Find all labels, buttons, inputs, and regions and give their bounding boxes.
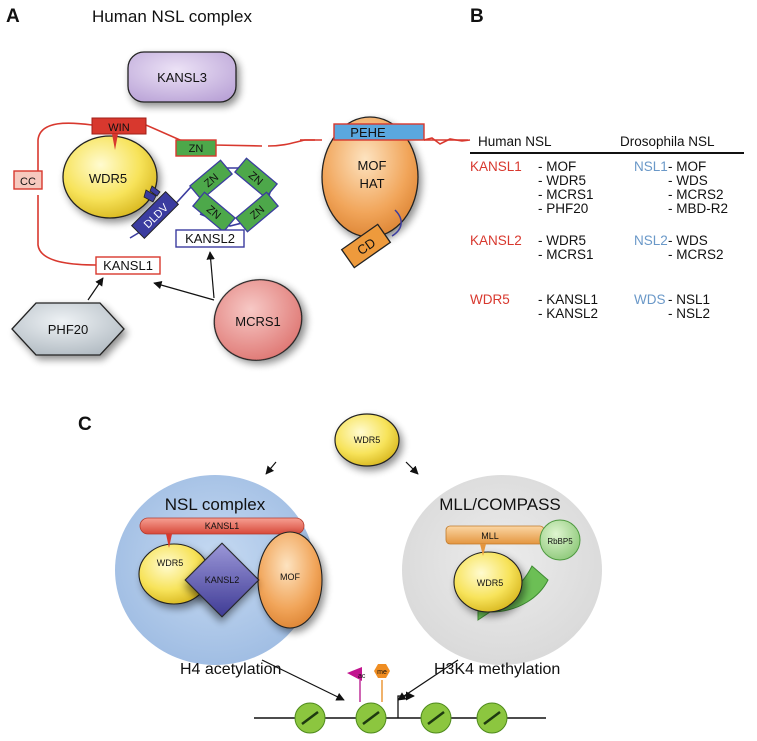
human-partner: - PHF20 <box>538 201 588 216</box>
dros-bait: WDS <box>634 292 666 307</box>
col-drosophila-header: Drosophila NSL <box>620 134 715 149</box>
human-bait: WDR5 <box>470 292 510 307</box>
h3k4-methylation-label: H3K4 methylation <box>434 661 560 678</box>
nsl-kansl1-label: KANSL1 <box>205 521 240 531</box>
cd-domain: CD <box>340 223 392 269</box>
zn-label-top: ZN <box>189 143 204 155</box>
kansl1-backbone-line <box>37 122 468 266</box>
kansl3-label: KANSL3 <box>157 70 207 85</box>
nsl-kansl2-label: KANSL2 <box>205 575 240 585</box>
col-human-header: Human NSL <box>478 134 552 149</box>
mof-label-line1: MOF <box>358 158 387 173</box>
mll-compass-complex: MLL/COMPASS MLL RbBP5 WDR5 <box>402 475 602 665</box>
wdr5-free-label: WDR5 <box>354 435 381 445</box>
h4-acetylation-label: H4 acetylation <box>180 661 281 678</box>
nsl-complex-title: NSL complex <box>165 495 266 514</box>
mof-hat-protein: PEHE MOF HAT <box>321 116 425 238</box>
dros-partner: - MCRS2 <box>668 187 724 202</box>
wdr5-protein: WDR5 <box>62 135 161 219</box>
wdr5-label: WDR5 <box>89 171 127 186</box>
human-partner: - KANSL1 <box>538 292 598 307</box>
dros-partner: - WDS <box>668 173 708 188</box>
nucleosome <box>355 702 387 734</box>
mll-compass-title: MLL/COMPASS <box>439 495 561 514</box>
win-label: WIN <box>108 122 129 134</box>
rbbp5-label: RbBP5 <box>547 537 573 546</box>
pehe-label: PEHE <box>350 125 386 140</box>
dros-partner: - MBD-R2 <box>668 201 728 216</box>
nsl-wdr5-label: WDR5 <box>157 558 184 568</box>
panel-a: A Human NSL complex KANSL3 CC WDR5 WIN <box>6 6 471 361</box>
human-partner: - WDR5 <box>538 173 586 188</box>
arrow-mcrs1-kansl1 <box>153 281 215 301</box>
kansl2-label: KANSL2 <box>185 231 235 246</box>
phf20-protein: PHF20 <box>11 302 125 356</box>
cc-domain: CC <box>13 170 43 190</box>
panel-a-title: Human NSL complex <box>92 7 252 26</box>
arrow-wdr5-to-mll <box>405 461 419 475</box>
dros-bait: NSL1 <box>634 159 668 174</box>
nsl-mof-label: MOF <box>280 572 300 582</box>
human-bait: KANSL2 <box>470 233 522 248</box>
human-bait: KANSL1 <box>470 159 522 174</box>
human-partner: - MCRS1 <box>538 247 594 262</box>
table-row: KANSL2 - WDR5 - MCRS1 NSL2 - WDS - MCRS2 <box>470 233 724 262</box>
phf20-label: PHF20 <box>48 322 88 337</box>
mcrs1-protein: MCRS1 <box>213 279 303 361</box>
nucleosome <box>294 702 326 734</box>
nsl-complex: NSL complex KANSL1 MOF WDR5 KANSL2 <box>115 475 323 665</box>
dros-bait: NSL2 <box>634 233 668 248</box>
panel-b: B Human NSL Drosophila NSL KANSL1 - MOF … <box>470 6 744 321</box>
kansl1-box: KANSL1 <box>95 256 161 275</box>
nucleosome <box>420 702 452 734</box>
ac-label: ac <box>358 673 366 680</box>
win-motif: WIN <box>91 117 147 150</box>
panel-a-letter: A <box>6 6 20 27</box>
dros-partner: - WDS <box>668 233 708 248</box>
human-partner: - MOF <box>538 159 576 174</box>
arrow-mcrs1-kansl2 <box>206 251 215 299</box>
dros-partner: - NSL1 <box>668 292 710 307</box>
table-row: KANSL1 - MOF - WDR5 - MCRS1 - PHF20 NSL1… <box>470 159 728 216</box>
arrow-wdr5-to-nsl <box>265 461 277 475</box>
mcrs1-label: MCRS1 <box>235 314 281 329</box>
kansl2-protein: DLDV ZN ZN ZN ZN KANSL2 <box>129 157 280 248</box>
nucleosome <box>476 702 508 734</box>
mll-label: MLL <box>481 531 499 541</box>
me-label: me <box>377 669 387 676</box>
mll-wdr5-label: WDR5 <box>477 578 504 588</box>
panel-c-letter: C <box>78 414 92 435</box>
kansl1-label: KANSL1 <box>103 258 153 273</box>
human-partner: - MCRS1 <box>538 187 594 202</box>
tss-arrow <box>397 691 415 718</box>
arrow-nsl-to-chromatin <box>261 659 345 701</box>
dros-partner: - MOF <box>668 159 706 174</box>
zn-domain-top: ZN <box>175 139 217 157</box>
panel-c: C WDR5 NSL complex KANSL1 MOF WDR5 KANSL… <box>78 413 602 734</box>
cc-label: CC <box>20 176 36 188</box>
dros-partner: - MCRS2 <box>668 247 724 262</box>
panel-b-letter: B <box>470 6 484 27</box>
kansl3-protein: KANSL3 <box>127 51 237 103</box>
table-row: WDR5 - KANSL1 - KANSL2 WDS - NSL1 - NSL2 <box>470 292 710 321</box>
acetyl-mark: ac <box>347 667 366 702</box>
human-partner: - WDR5 <box>538 233 586 248</box>
human-partner: - KANSL2 <box>538 306 598 321</box>
arrow-phf20-kansl1 <box>87 277 104 301</box>
methyl-mark: me <box>374 664 390 702</box>
mof-label-line2: HAT <box>359 176 384 191</box>
wdr5-free: WDR5 <box>334 413 400 467</box>
dros-partner: - NSL2 <box>668 306 710 321</box>
